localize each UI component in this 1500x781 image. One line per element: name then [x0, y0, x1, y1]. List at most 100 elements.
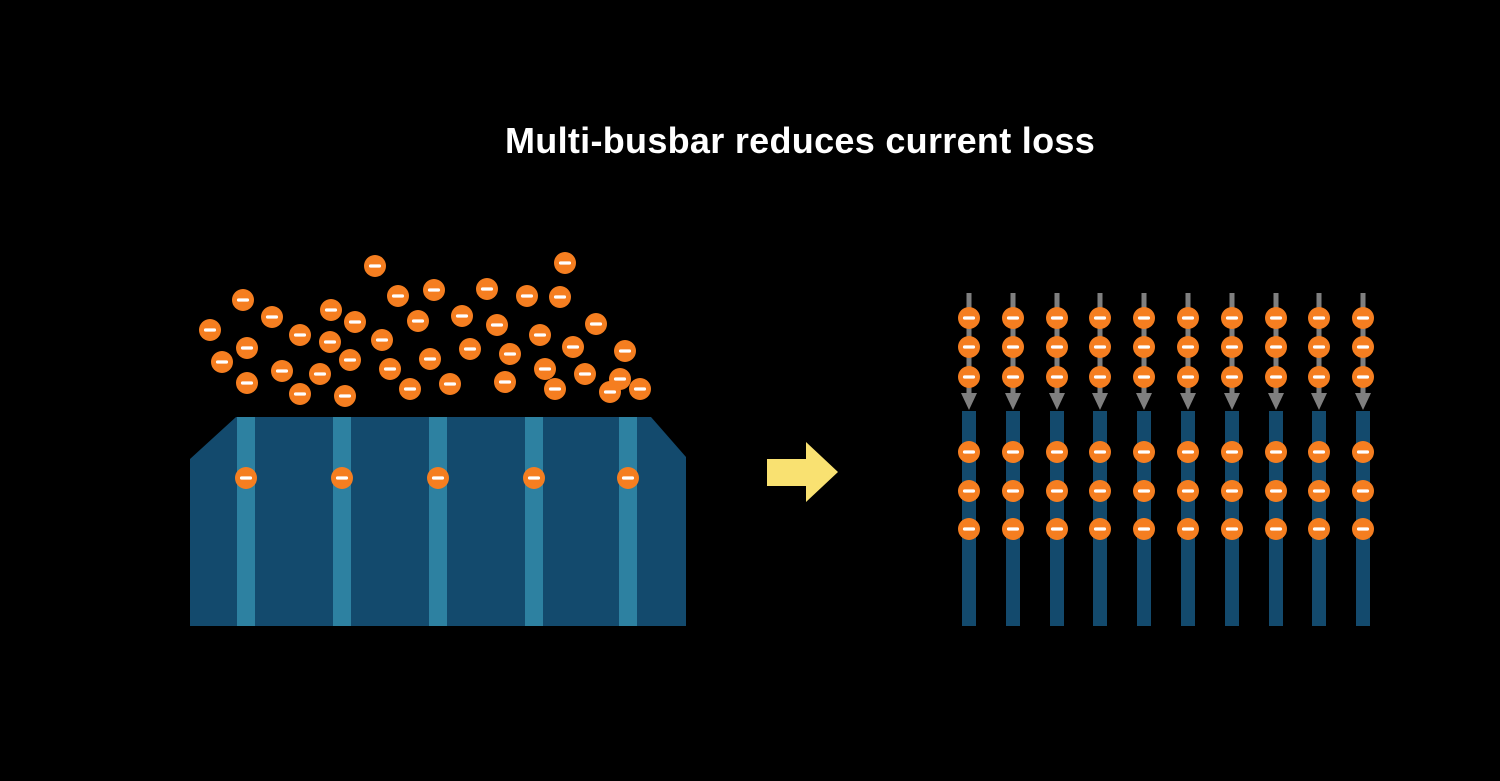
minus-icon	[368, 264, 382, 268]
minus-icon	[1269, 375, 1283, 379]
collected-electron	[1177, 518, 1199, 540]
collected-electron	[1308, 441, 1330, 463]
flow-arrow-head	[1268, 393, 1284, 410]
minus-icon	[527, 476, 541, 480]
minus-icon	[1269, 527, 1283, 531]
collected-electron	[1308, 480, 1330, 502]
collected-electron	[1265, 518, 1287, 540]
incoming-electron	[1177, 336, 1199, 358]
minus-icon	[348, 320, 362, 324]
right-arrow-icon	[767, 442, 838, 502]
minus-icon	[338, 394, 352, 398]
incoming-electron	[1046, 336, 1068, 358]
flow-arrow-head	[1311, 393, 1327, 410]
flow-arrow-head	[1092, 393, 1108, 410]
collected-electron	[1352, 480, 1374, 502]
free-electron	[334, 385, 356, 407]
free-electron	[544, 378, 566, 400]
minus-icon	[1050, 527, 1064, 531]
free-electron	[614, 340, 636, 362]
minus-icon	[1093, 316, 1107, 320]
minus-icon	[1269, 489, 1283, 493]
minus-icon	[443, 382, 457, 386]
minus-icon	[1225, 527, 1239, 531]
free-electron	[629, 378, 651, 400]
free-electron	[319, 331, 341, 353]
minus-icon	[1312, 345, 1326, 349]
free-electron	[419, 348, 441, 370]
minus-icon	[1050, 450, 1064, 454]
free-electron	[609, 368, 631, 390]
flow-arrow-head	[1355, 393, 1371, 410]
minus-icon	[1093, 450, 1107, 454]
minus-icon	[236, 298, 250, 302]
minus-icon	[621, 476, 635, 480]
minus-icon	[411, 319, 425, 323]
incoming-electron	[1265, 366, 1287, 388]
minus-icon	[480, 287, 494, 291]
minus-icon	[1137, 489, 1151, 493]
collected-electron	[1352, 518, 1374, 540]
incoming-electron	[958, 336, 980, 358]
minus-icon	[313, 372, 327, 376]
busbar-stripe	[429, 417, 447, 626]
minus-icon	[431, 476, 445, 480]
busbar-stripe	[237, 417, 255, 626]
minus-icon	[962, 527, 976, 531]
free-electron	[486, 314, 508, 336]
free-electron	[554, 252, 576, 274]
minus-icon	[1269, 345, 1283, 349]
free-electron	[289, 383, 311, 405]
minus-icon	[603, 390, 617, 394]
minus-icon	[533, 333, 547, 337]
minus-icon	[962, 345, 976, 349]
free-electron	[399, 378, 421, 400]
collected-electron	[1089, 480, 1111, 502]
collected-electron	[1308, 518, 1330, 540]
minus-icon	[1181, 345, 1195, 349]
busbar-stripe	[525, 417, 543, 626]
minus-icon	[618, 349, 632, 353]
incoming-electron	[1352, 366, 1374, 388]
incoming-electron	[1221, 366, 1243, 388]
busbar-stripe	[619, 417, 637, 626]
incoming-electron	[1089, 307, 1111, 329]
minus-icon	[463, 347, 477, 351]
minus-icon	[490, 323, 504, 327]
collected-electron	[1133, 480, 1155, 502]
incoming-electron	[1133, 366, 1155, 388]
minus-icon	[538, 367, 552, 371]
minus-icon	[403, 387, 417, 391]
incoming-electron	[1046, 307, 1068, 329]
incoming-electron	[1002, 336, 1024, 358]
incoming-electron	[1089, 366, 1111, 388]
free-electron	[344, 311, 366, 333]
free-electron	[451, 305, 473, 327]
minus-icon	[375, 338, 389, 342]
incoming-electron	[958, 366, 980, 388]
minus-icon	[498, 380, 512, 384]
minus-icon	[1181, 527, 1195, 531]
minus-icon	[962, 375, 976, 379]
minus-icon	[613, 377, 627, 381]
free-electron	[199, 319, 221, 341]
busbar-electron	[331, 467, 353, 489]
free-electron	[211, 351, 233, 373]
minus-icon	[1050, 375, 1064, 379]
collected-electron	[1089, 441, 1111, 463]
minus-icon	[1356, 316, 1370, 320]
minus-icon	[1225, 345, 1239, 349]
busbar-electron	[427, 467, 449, 489]
minus-icon	[1006, 316, 1020, 320]
minus-icon	[1093, 375, 1107, 379]
collected-electron	[1089, 518, 1111, 540]
minus-icon	[589, 322, 603, 326]
diagram-title: Multi-busbar reduces current loss	[504, 120, 1096, 161]
minus-icon	[391, 294, 405, 298]
incoming-electron	[1089, 336, 1111, 358]
free-electron	[574, 363, 596, 385]
incoming-electron	[1308, 307, 1330, 329]
collected-electron	[1002, 518, 1024, 540]
minus-icon	[1137, 450, 1151, 454]
minus-icon	[1225, 489, 1239, 493]
